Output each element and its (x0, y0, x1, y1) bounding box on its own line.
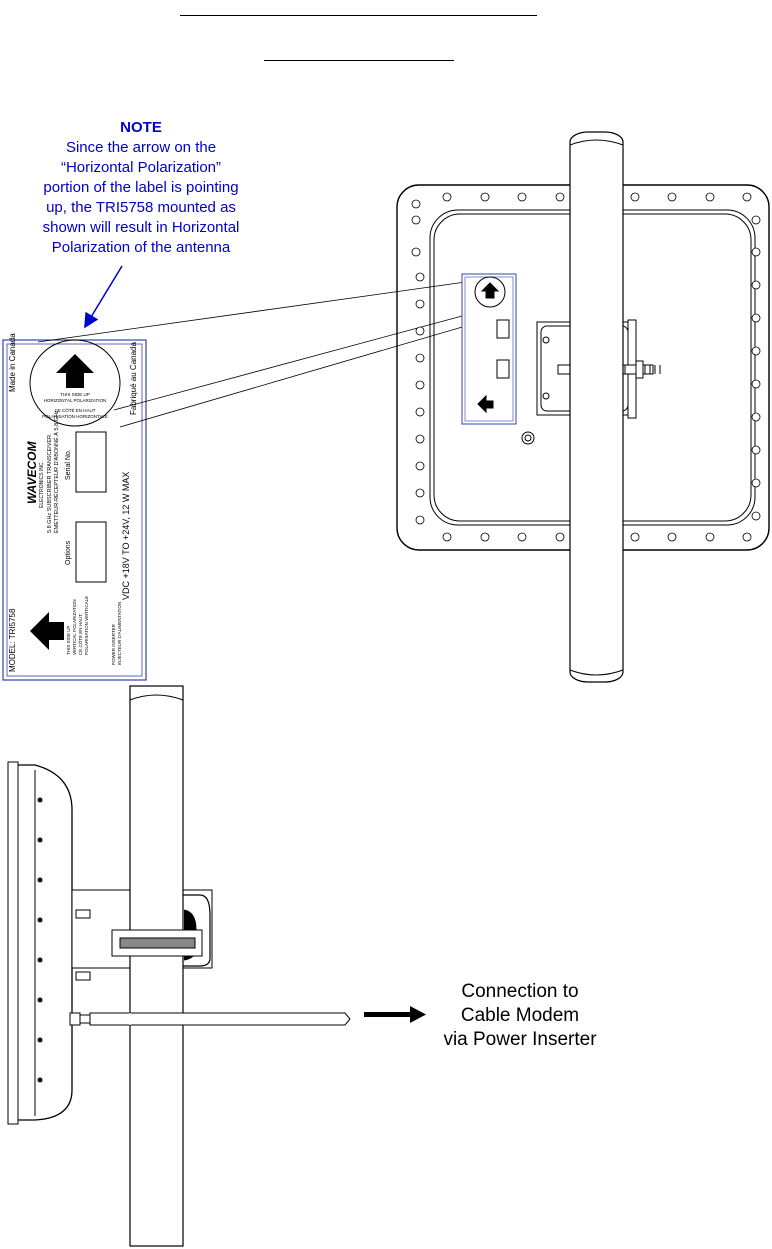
polarization-note: NOTE Since the arrow on the “Horizontal … (10, 118, 272, 258)
h-pol-text-2: HORIZONTAL POLARIZATION (44, 398, 106, 403)
v-pol-text-2: VERTICAL POLARIZATION (72, 599, 77, 655)
left-arrow-icon (30, 612, 64, 650)
note-pointer-arrow (84, 265, 123, 329)
connection-line: Cable Modem (460, 1005, 580, 1026)
label-text-group: Made in Canada Fabriqué au Canada THIS S… (8, 333, 138, 672)
h-pol-text-1: THIS SIDE UP (60, 392, 90, 397)
note-line: portion of the label is pointing (43, 179, 239, 196)
title-underline-1 (180, 15, 537, 16)
antenna-side-view (7, 685, 351, 1247)
projection-line (119, 315, 501, 428)
connection-arrow (364, 1006, 426, 1023)
title-underline-2 (264, 60, 454, 61)
connection-line: via Power Inserter (443, 1029, 597, 1050)
h-pol-text-4: POLARISATION HORIZONTALE (42, 414, 108, 419)
serial-box (75, 431, 107, 493)
options-box (75, 521, 107, 583)
note-line: up, the TRI5758 mounted as (46, 199, 236, 216)
note-line: Since the arrow on the (65, 139, 217, 156)
v-pol-text-1: THIS SIDE UP (66, 625, 71, 655)
serial-label: Serial No. (65, 449, 72, 480)
h-pol-text-3: CE CÔTÉ EN HAUT (54, 407, 95, 413)
note-line: Polarization of the antenna (51, 239, 231, 256)
v-pol-text-3: CE CÔTÉ EN HAUT (77, 614, 83, 655)
perimeter-screws (411, 192, 761, 542)
brand-text: WAVECOM (25, 441, 39, 504)
desc-text-2: ÉMETTEUR-RÉCEPTEUR D'ABONNÉ À 5,8 GHz (53, 410, 60, 533)
enlarged-label (2, 339, 147, 681)
note-heading: NOTE (120, 119, 162, 136)
antenna-front-view (396, 131, 770, 683)
connection-line: Connection to (461, 981, 579, 1002)
power-text: VDC +18V TO +24V, 12 W MAX (121, 472, 131, 600)
side-screws (37, 797, 43, 1083)
made-in-text: Made in Canada (8, 333, 17, 392)
projection-line (37, 277, 495, 343)
inserter-text-2: INJECTEUR D'ALIMENTATION (117, 602, 122, 665)
brand-sub-text: ELECTRONICS INC. (39, 461, 45, 508)
fabrique-text: Fabriqué au Canada (129, 342, 138, 415)
up-arrow-icon (56, 354, 94, 388)
inserter-text-1: POWER INSERTER (111, 623, 116, 665)
projection-line (113, 308, 489, 411)
desc-text-1: 5.8 GHz SUBSCRIBER TRANSCEIVER (47, 435, 53, 533)
v-pol-text-4: POLARISATION VERTICALE (84, 596, 89, 655)
options-label: Options (65, 540, 72, 565)
connection-text: Connection to Cable Modem via Power Inse… (430, 980, 610, 1052)
model-text: MODEL: TRI5758 (8, 608, 17, 672)
note-line: “Horizontal Polarization” (60, 159, 222, 176)
horizontal-polarization-circle (29, 339, 121, 427)
note-line: shown will result in Horizontal (42, 219, 240, 236)
